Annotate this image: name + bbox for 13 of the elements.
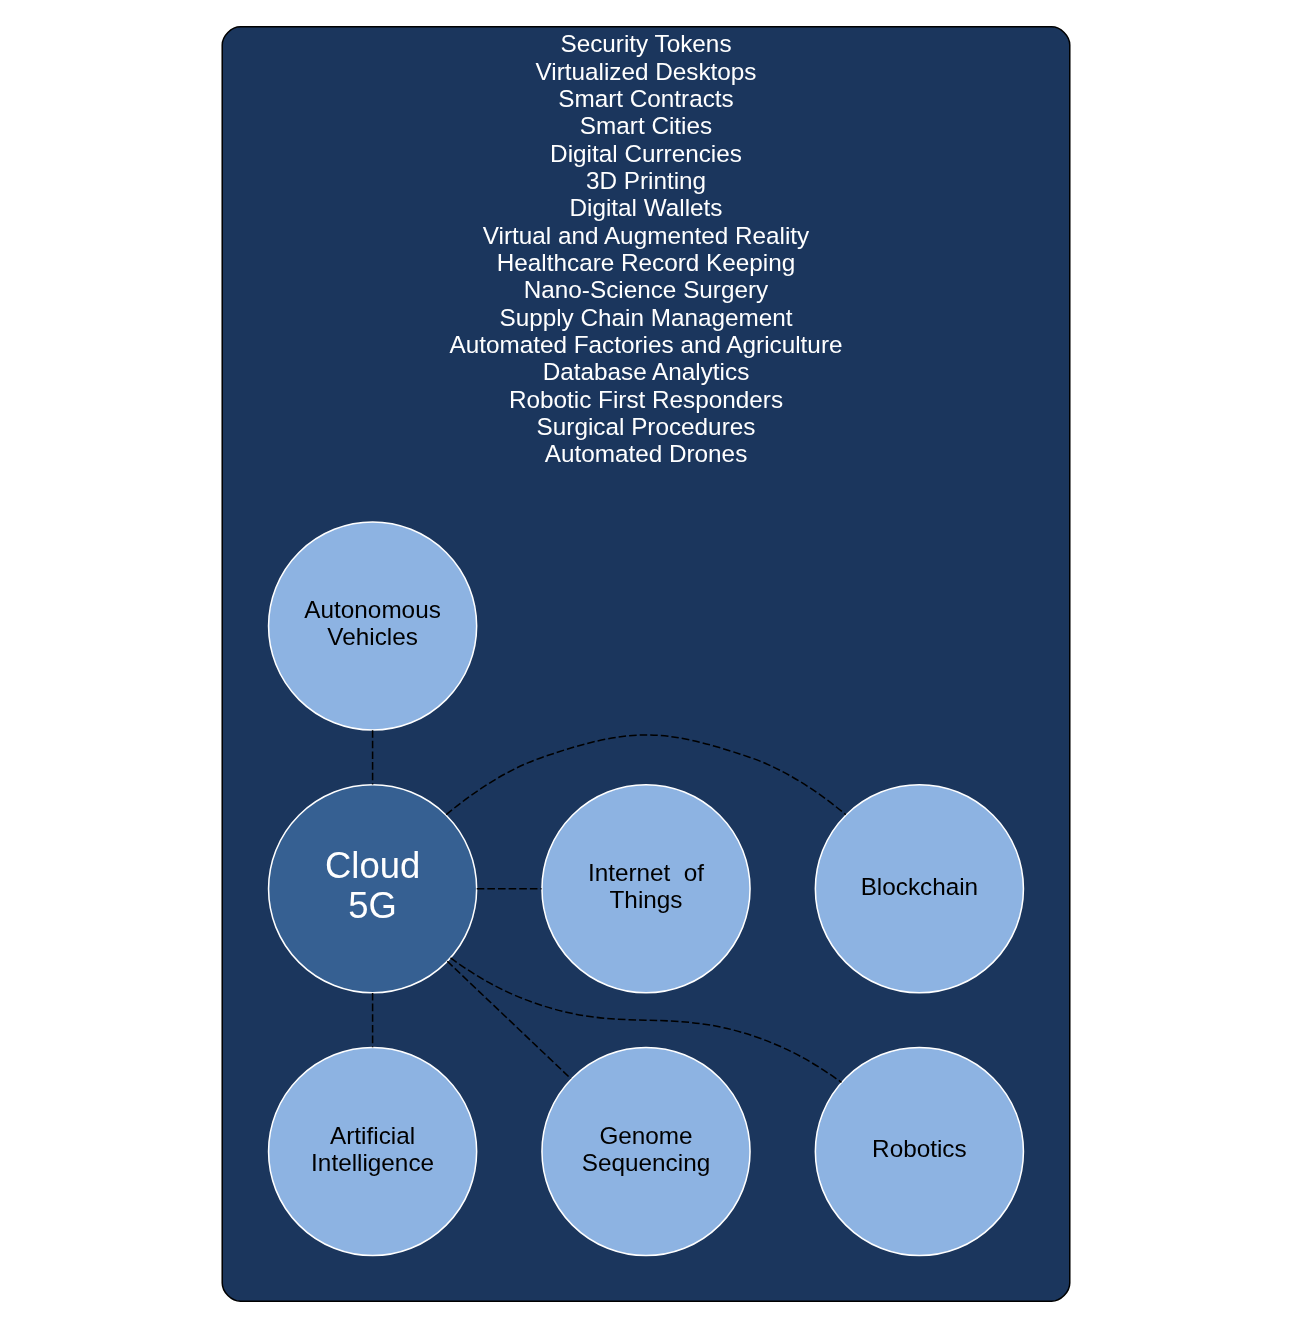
node-circle: Artificial Intelligence [267,1046,477,1257]
node-circle: Robotics [814,1046,1024,1257]
connector [449,957,842,1084]
node-circle: Genome Sequencing [540,1046,751,1257]
connector [371,992,373,1049]
node-circle: Autonomous Vehicles [267,521,477,731]
connector [475,888,542,890]
node-circle: Blockchain [814,784,1024,994]
connector [446,960,572,1080]
node-circle: Cloud 5G [267,784,477,994]
connector [371,729,373,786]
connector [444,734,847,816]
node-circle: Internet of Things [540,784,751,994]
